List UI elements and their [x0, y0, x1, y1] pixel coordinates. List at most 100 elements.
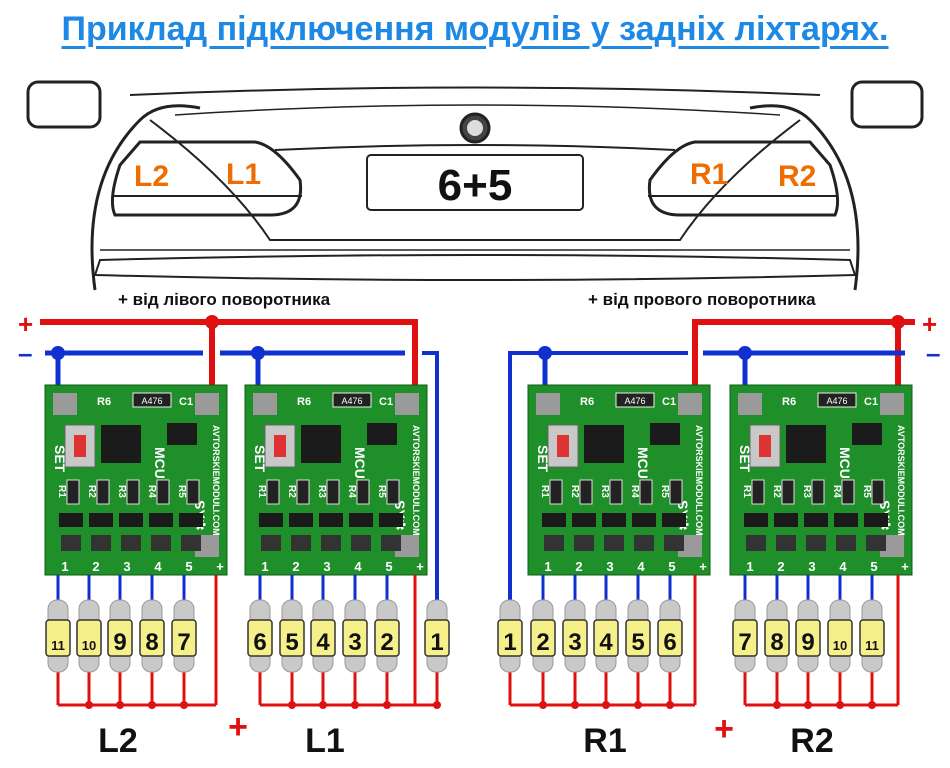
lamp-label-l2: L2 — [134, 160, 169, 193]
junction-dot — [51, 346, 65, 360]
mcu-chip — [786, 425, 826, 463]
group-label-l1: L1 — [305, 722, 345, 760]
capacitor-label: A476 — [624, 396, 645, 406]
plus-pad — [195, 393, 219, 415]
junction-dot — [891, 315, 905, 329]
bulb: 7 — [732, 599, 758, 673]
bulb: 1 — [497, 599, 523, 673]
brand-label: AVTORSKIEMODULI.COM — [411, 425, 421, 536]
output-pad — [181, 535, 201, 551]
brand-label: AVTORSKIEMODULI.COM — [694, 425, 704, 536]
bulb-number: 3 — [568, 629, 581, 656]
transistor — [744, 513, 768, 527]
resistor — [781, 479, 795, 505]
resistor — [579, 479, 593, 505]
capacitor — [615, 392, 655, 408]
output-pad — [544, 535, 564, 551]
r6-label: R6 — [97, 396, 111, 408]
resistor-label: R3 — [599, 485, 610, 498]
transistor — [119, 513, 143, 527]
bulb-led — [497, 619, 523, 657]
transistor — [864, 513, 888, 527]
resistor — [96, 479, 110, 505]
bulb: 7 — [171, 599, 197, 673]
bulb-led — [45, 619, 71, 657]
output-label: 4 — [839, 559, 847, 574]
resistor-label: R2 — [771, 485, 782, 498]
bulb-led — [562, 619, 588, 657]
lamp-label-r2: R2 — [778, 160, 816, 193]
resistor-label: R5 — [659, 485, 670, 498]
capacitor-label: A476 — [826, 396, 847, 406]
mcu-label: MCU — [152, 447, 168, 479]
resistor-label: R1 — [56, 485, 67, 498]
plus-label-left: + — [18, 309, 33, 339]
transistor — [662, 513, 686, 527]
set-label: SET — [737, 445, 753, 473]
left-mirror — [26, 80, 102, 129]
bulb: 3 — [562, 599, 588, 673]
output-label: 5 — [870, 559, 877, 574]
mcu-label: MCU — [837, 447, 853, 479]
transistor — [319, 513, 343, 527]
output-label: 5 — [185, 559, 192, 574]
bulb: 4 — [310, 599, 336, 673]
lamp-label-r1: R1 — [690, 158, 728, 191]
set-label: SET — [52, 445, 68, 473]
left-taillight — [110, 140, 303, 217]
output-pad — [291, 535, 311, 551]
output-pad — [121, 535, 141, 551]
output-pad — [151, 535, 171, 551]
set-button-cap — [274, 435, 286, 457]
bulb-number: 8 — [770, 629, 783, 656]
junction-dot — [538, 346, 552, 360]
output-label: 1 — [261, 559, 268, 574]
plus-label-right: + — [922, 309, 937, 339]
resistor — [549, 479, 563, 505]
transistor — [834, 513, 858, 527]
bulb-number: 7 — [738, 629, 751, 656]
output-pad — [806, 535, 826, 551]
output-label: + — [216, 559, 224, 574]
caption-left-turn: + від лівого поворотника — [118, 290, 331, 309]
bulb-number: 9 — [113, 629, 126, 656]
mcu-chip — [584, 425, 624, 463]
bulb: 4 — [593, 599, 619, 673]
transistor — [572, 513, 596, 527]
transistor — [289, 513, 313, 527]
resistor — [266, 479, 280, 505]
plus-mark-left: + — [228, 708, 248, 746]
bulb-number: 1 — [430, 629, 443, 656]
output-label: 2 — [777, 559, 784, 574]
bulb-number: 5 — [631, 629, 644, 656]
output-label: 1 — [61, 559, 68, 574]
output-pad — [746, 535, 766, 551]
set-label: SET — [535, 445, 551, 473]
resistor — [871, 479, 885, 505]
bulb: 9 — [107, 599, 133, 673]
bulb: 8 — [764, 599, 790, 673]
output-label: 4 — [354, 559, 362, 574]
page-title: Приклад підключення модулів у задніх ліх… — [61, 10, 889, 48]
plus-pad — [880, 393, 904, 415]
bulb: 3 — [342, 599, 368, 673]
plus-mark-right: + — [714, 710, 734, 748]
bulb-led — [107, 619, 133, 657]
capacitor — [817, 392, 857, 408]
output-label: 2 — [92, 559, 99, 574]
minus-wire-bulb-l1 — [422, 351, 439, 600]
set-button — [264, 424, 296, 468]
output-pad — [91, 535, 111, 551]
bulb-number: 11 — [865, 638, 879, 653]
plus-bus-right — [692, 319, 915, 385]
bulb-led — [310, 619, 336, 657]
brand-label: AVTORSKIEMODULI.COM — [896, 425, 906, 536]
bulb-led — [764, 619, 790, 657]
bulb-number: 7 — [177, 629, 190, 656]
minus-wire-bulb-r1 — [508, 351, 688, 600]
plate-text: 6+5 — [438, 161, 513, 210]
bulb-led — [657, 619, 683, 657]
bulb-led — [76, 619, 102, 657]
bulb-led — [342, 619, 368, 657]
resistor — [751, 479, 765, 505]
